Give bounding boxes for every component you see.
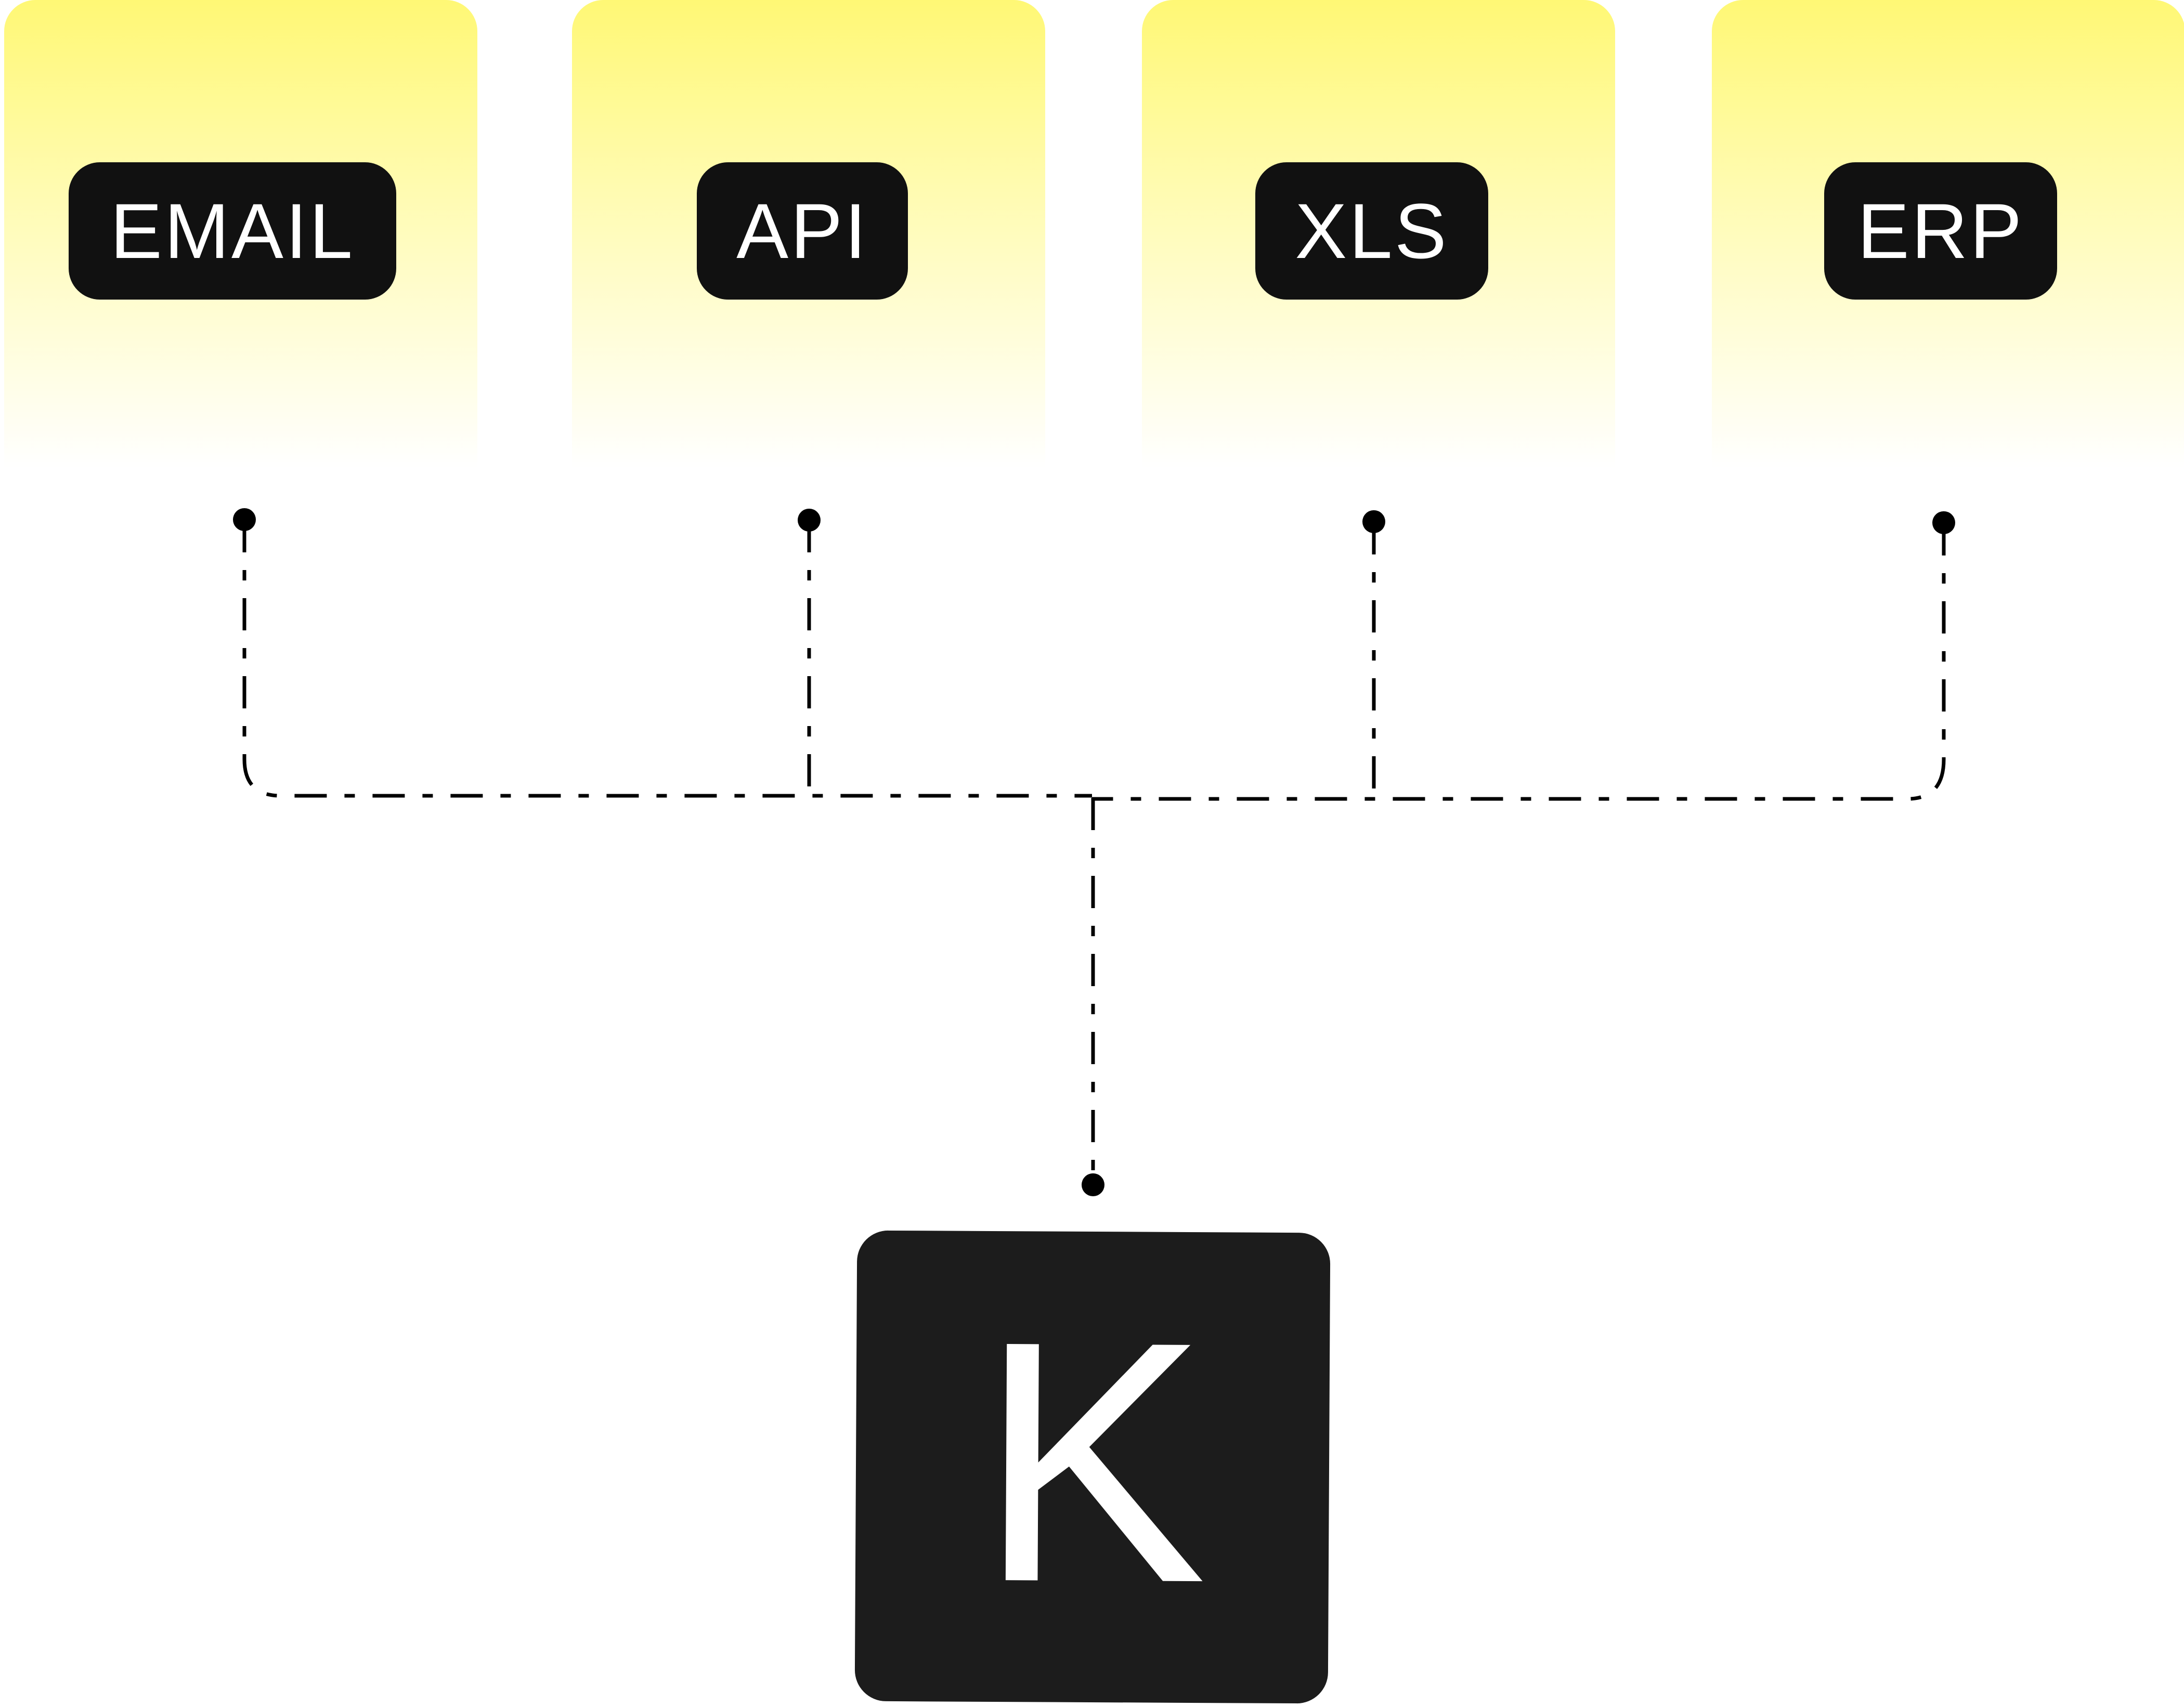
connector-erp [1092, 523, 1946, 801]
xls-label: XLS [1295, 187, 1449, 275]
email-node-dot [233, 508, 256, 531]
xls-chip: XLS [1255, 162, 1488, 300]
api-node-dot [798, 509, 821, 532]
api-chip: API [697, 162, 908, 300]
connector-email [242, 520, 1092, 798]
hub-logo: K [854, 1230, 1331, 1704]
erp-label: ERP [1857, 187, 2024, 275]
email-label: EMAIL [110, 187, 355, 275]
hub-logo-letter: K [977, 1269, 1208, 1654]
erp-node-dot [1932, 511, 1955, 534]
hub-node-dot [1082, 1173, 1104, 1196]
api-label: API [736, 187, 868, 275]
erp-chip: ERP [1824, 162, 2057, 300]
xls-node-dot [1362, 510, 1385, 533]
email-chip: EMAIL [69, 162, 396, 300]
